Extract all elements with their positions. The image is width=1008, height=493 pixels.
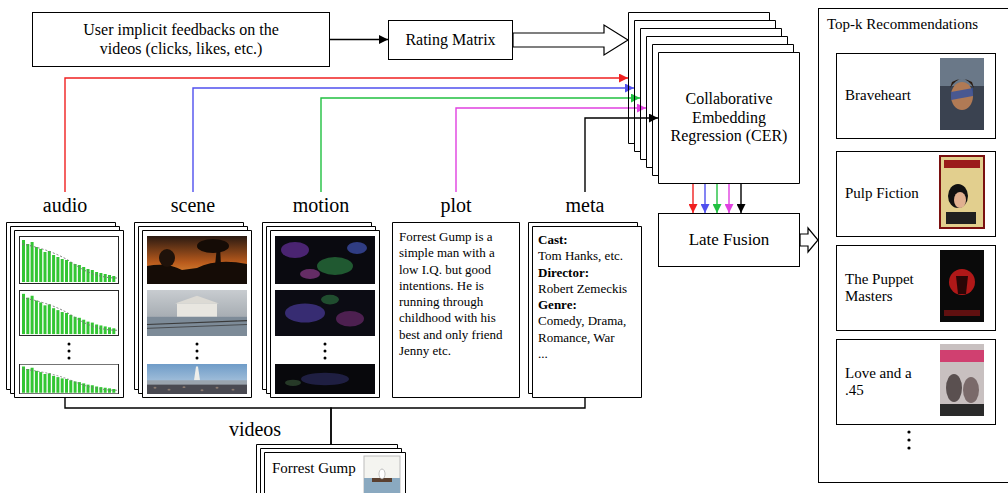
feature-arrow <box>193 88 634 192</box>
node-label: Comedy, Drama, Romance, War <box>538 313 636 346</box>
bracket-line <box>65 398 331 444</box>
node-label: Director: <box>538 265 589 281</box>
text-area: Forrest Gump is a simple man with a low … <box>392 222 520 398</box>
heading-slot: meta <box>528 194 642 217</box>
fusion-arrow <box>728 184 729 213</box>
node-label: ... <box>538 346 548 362</box>
heading-slot: plot <box>392 194 520 217</box>
card-layer <box>261 449 402 493</box>
movie-box: Pulp Fiction <box>836 151 996 237</box>
node-label: Late Fusion <box>689 230 770 250</box>
node-label: Cast: <box>538 232 568 248</box>
fusion-arrow <box>716 184 717 213</box>
card-layer <box>11 227 120 394</box>
fusion-arrow <box>692 184 693 213</box>
feedback-arrow <box>330 39 388 40</box>
card-layer <box>533 227 642 398</box>
heading-slot: audio <box>6 194 124 217</box>
movie-box: Love and a .45 <box>836 339 996 425</box>
node-label: The Puppet Masters <box>845 271 931 306</box>
movie-box: The Puppet Masters <box>836 245 996 331</box>
card-layer <box>263 223 372 390</box>
feedback-box: User implicit feedbacks on the videos (c… <box>32 12 330 67</box>
card-layer <box>7 223 116 390</box>
section-heading: meta <box>566 194 605 216</box>
node-label: Forrest Gump <box>272 460 356 477</box>
stack-outline <box>6 222 124 398</box>
video-stack: videosForrest Gump <box>256 444 406 493</box>
node-label: Pulp Fiction <box>845 185 919 202</box>
stack-outline <box>134 222 252 398</box>
node-label: Genre: <box>538 297 577 313</box>
card-layer <box>659 53 800 184</box>
card-layer <box>653 45 794 176</box>
bracket-line <box>331 398 585 444</box>
text-area: Love and a .45 <box>837 340 939 424</box>
fusion-arrow <box>704 184 705 213</box>
card-layer <box>271 231 380 398</box>
stack-outline <box>262 222 380 398</box>
card-layer <box>393 223 520 398</box>
node-label: Braveheart <box>845 87 911 104</box>
hollow-arrow <box>800 228 818 252</box>
card-layer <box>143 231 252 398</box>
card-layer <box>267 227 376 394</box>
node-label: Love and a .45 <box>845 365 931 400</box>
text-area: Forrest Gump <box>264 452 406 493</box>
section-heading: Top-k Recommendations <box>827 16 978 32</box>
text-area: Rating Matrix <box>389 21 512 59</box>
modality-stack: scene <box>134 192 252 398</box>
node-label: Robert Zemeckis <box>538 281 627 297</box>
section-heading: motion <box>293 194 350 216</box>
feature-arrow <box>321 98 640 192</box>
fusion-box: Late Fusion <box>658 213 800 267</box>
section-heading: videos <box>229 418 281 440</box>
card-layer <box>15 231 124 398</box>
text-area: Braveheart <box>837 54 939 138</box>
heading-slot: motion <box>262 194 380 217</box>
heading-slot: scene <box>134 194 252 217</box>
text-area: Cast:Tom Hanks, etc.Director:Robert Zeme… <box>532 226 642 398</box>
feature-arrow <box>456 108 646 192</box>
text-area: Collaborative Embedding Regression (CER) <box>658 52 800 184</box>
fusion-arrow <box>740 184 741 213</box>
node-label: Collaborative Embedding Regression (CER) <box>667 90 791 145</box>
node-label: Forrest Gump is a simple man with a low … <box>399 229 513 359</box>
node-label: Rating Matrix <box>405 31 495 49</box>
card-layer <box>135 223 244 390</box>
modality-stack: audio <box>6 192 124 398</box>
card-layer <box>139 227 248 394</box>
feature-arrow <box>585 118 658 192</box>
modality-stack: motion <box>262 192 380 398</box>
node-label: Tom Hanks, etc. <box>538 248 623 264</box>
card-layer <box>257 445 398 493</box>
hollow-arrow <box>513 25 628 55</box>
text-area: The Puppet Masters <box>837 246 939 330</box>
model-stack: Collaborative Embedding Regression (CER) <box>628 12 800 184</box>
text-area: Late Fusion <box>659 214 799 266</box>
heading-slot: Top-k Recommendations <box>827 15 1008 33</box>
text-area: Pulp Fiction <box>837 152 939 236</box>
plot-card: plotForrest Gump is a simple man with a … <box>392 192 520 398</box>
card-layer <box>529 223 638 394</box>
card-layer <box>265 453 406 493</box>
movie-box: Braveheart <box>836 53 996 139</box>
section-heading: scene <box>171 194 215 216</box>
section-heading: audio <box>43 194 87 216</box>
meta-card: metaCast:Tom Hanks, etc.Director:Robert … <box>528 192 642 398</box>
heading-slot: videos <box>226 418 284 441</box>
section-heading: plot <box>440 194 471 216</box>
results-panel: Top-k RecommendationsBraveheartPulp Fict… <box>818 8 1008 483</box>
feature-arrow <box>65 78 628 192</box>
process-box: Rating Matrix <box>388 20 513 60</box>
text-area: User implicit feedbacks on the videos (c… <box>33 13 329 66</box>
node-label: User implicit feedbacks on the videos (c… <box>71 21 291 58</box>
